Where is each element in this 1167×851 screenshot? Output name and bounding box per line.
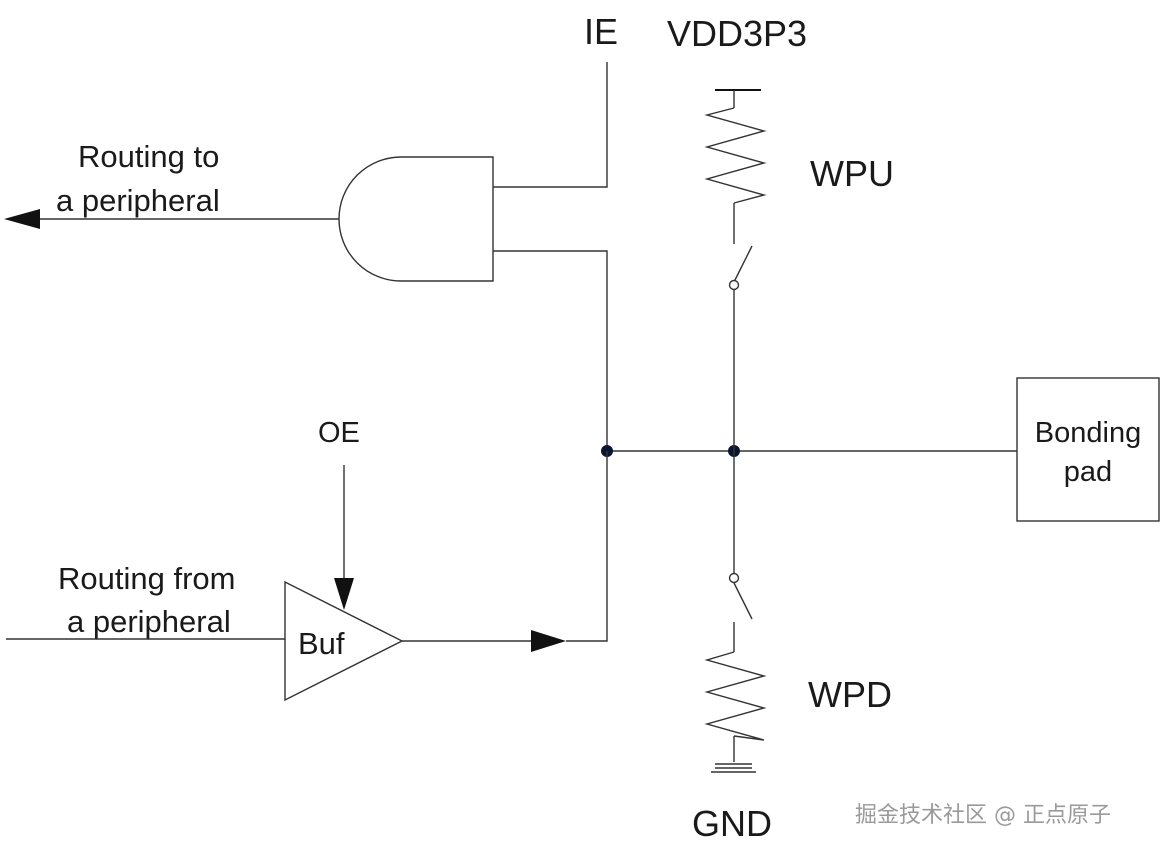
watermark: 掘金技术社区 @ 正点原子 — [855, 803, 1111, 828]
output-arrowhead — [4, 209, 40, 229]
ie-wire — [493, 62, 608, 188]
wpd-switch-blade — [733, 582, 753, 620]
and-gate — [338, 156, 494, 282]
ie-label: IE — [584, 11, 618, 52]
vdd-label: VDD3P3 — [667, 13, 807, 54]
wpu-label: WPU — [810, 153, 894, 194]
output-buffer — [284, 580, 404, 702]
wpu-resistor — [704, 107, 767, 204]
buffer-output-arrowhead — [531, 630, 566, 652]
routing-from-label-line1: Routing from — [58, 561, 235, 596]
and-input-wire — [493, 250, 608, 451]
oe-label: OE — [318, 417, 360, 449]
gnd-label: GND — [692, 803, 772, 844]
buffer-to-net-wire — [566, 451, 608, 642]
routing-to-label-line1: Routing to — [78, 139, 219, 174]
bonding-pad — [1016, 377, 1160, 522]
buffer-label: Buf — [298, 626, 345, 661]
bonding-pad-label-line2: pad — [1064, 456, 1112, 488]
wpd-switch-contact — [728, 572, 740, 584]
bonding-pad-label-line1: Bonding — [1035, 417, 1141, 449]
wpu-switch-blade — [733, 245, 753, 283]
routing-to-label-line2: a peripheral — [56, 183, 220, 218]
wpu-switch-contact — [728, 279, 740, 291]
routing-from-label-line2: a peripheral — [67, 604, 231, 639]
wpd-resistor — [704, 651, 767, 741]
wpd-label: WPD — [808, 674, 892, 715]
oe-arrowhead — [334, 578, 354, 610]
